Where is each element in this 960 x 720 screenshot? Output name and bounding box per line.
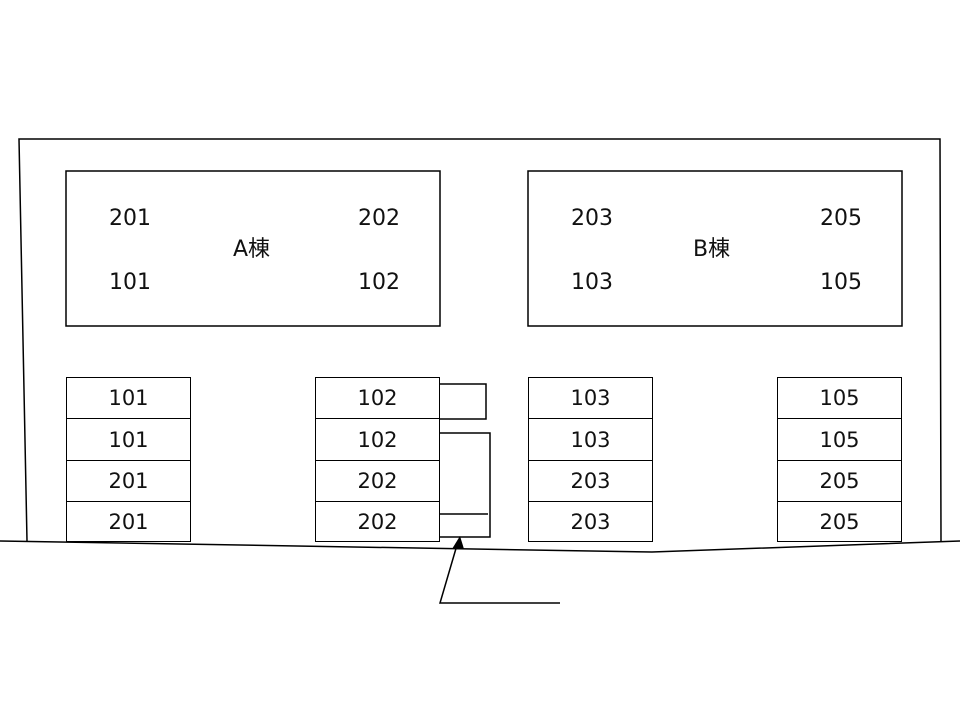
parking-space-col4-2: 105 [777,418,902,461]
parking-space-col1-4: 201 [66,501,191,542]
building-a-unit-upper-left: 201 [109,206,151,231]
building-a-unit-upper-right: 202 [358,206,400,231]
building-a-unit-lower-left: 101 [109,270,151,295]
parking-space-col2-1: 102 [315,377,440,419]
building-a-outline [65,170,441,327]
building-a-name: A棟 [233,237,271,262]
building-b-unit-lower-right: 105 [820,270,862,295]
parking-space-col2-3: 202 [315,460,440,502]
building-a-unit-lower-right: 102 [358,270,400,295]
parking-space-col2-2: 102 [315,418,440,461]
parking-space-col1-2: 101 [66,418,191,461]
parking-space-col1-3: 201 [66,460,191,502]
parking-space-col4-1: 105 [777,377,902,419]
parking-space-col4-3: 205 [777,460,902,502]
bracket-lower [440,432,491,538]
building-b-outline [527,170,903,327]
parking-space-col4-4: 205 [777,501,902,542]
parking-space-col1-1: 101 [66,377,191,419]
parking-space-col3-2: 103 [528,418,653,461]
arrow-head-icon [452,536,464,549]
leader-line [438,544,560,604]
parking-space-col3-3: 203 [528,460,653,502]
site-boundary [18,138,942,543]
building-b-name: B棟 [693,237,731,262]
building-b-unit-lower-left: 103 [571,270,613,295]
parking-space-col3-1: 103 [528,377,653,419]
road-edge [0,540,960,553]
bracket-upper [440,383,487,420]
parking-space-col2-4: 202 [315,501,440,542]
parking-space-col3-4: 203 [528,501,653,542]
building-b-unit-upper-right: 205 [820,206,862,231]
building-b-unit-upper-left: 203 [571,206,613,231]
